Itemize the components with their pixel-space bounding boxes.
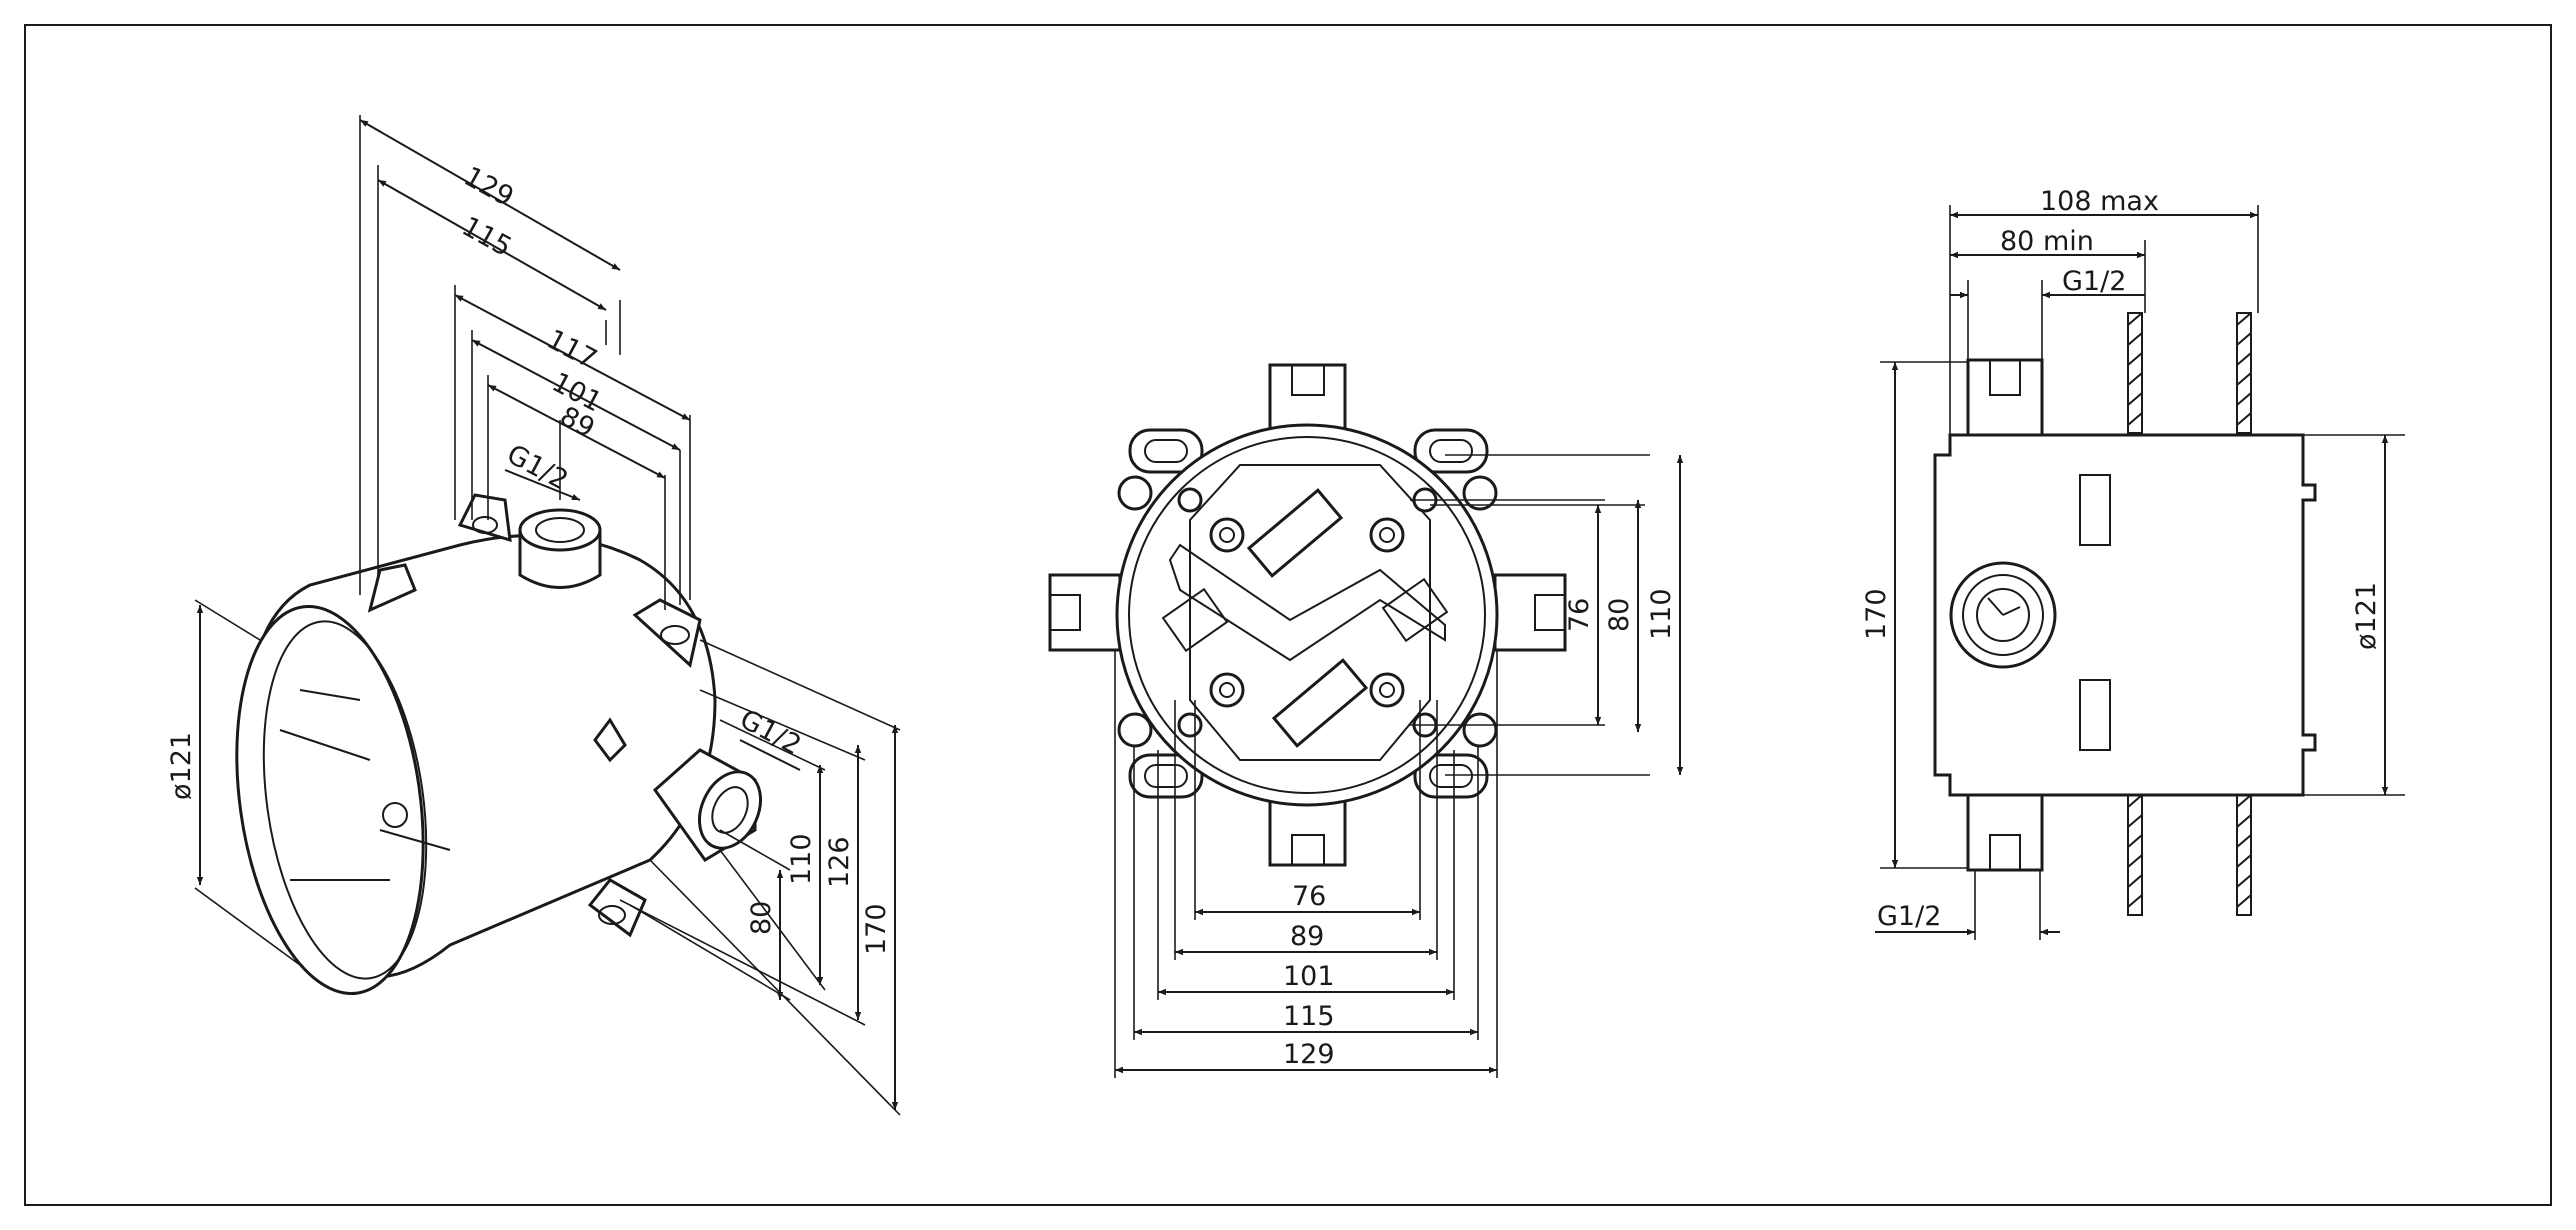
front-port-right (1493, 573, 1567, 652)
side-slot-upper (2079, 474, 2111, 546)
side-label-108max: 108 max (2040, 186, 2159, 217)
iso-label-110: 110 (786, 833, 817, 885)
side-label-g12-bottom: G1/2 (1877, 901, 1941, 932)
iso-label-g12-top: G1/2 (502, 439, 573, 497)
front-label-89: 89 (1290, 921, 1324, 952)
side-body (1933, 433, 2317, 797)
isometric-view: 129 115 117 101 89 G1/2 170 126 110 80 G… (166, 115, 901, 1116)
wall-section (2127, 312, 2252, 916)
front-cartridge-lower (1271, 658, 1369, 748)
front-label-h110: 110 (1646, 588, 1677, 640)
iso-g12-top-leader (504, 469, 581, 501)
front-label-115: 115 (1283, 1001, 1335, 1032)
front-lugs (1117, 428, 1498, 799)
iso-label-diameter: ø121 (166, 732, 197, 800)
front-view: 76 89 101 115 129 76 80 110 (1048, 363, 1684, 1078)
side-label-g12-top: G1/2 (2062, 266, 2126, 297)
front-label-h80: 80 (1604, 598, 1635, 632)
front-port-left (1048, 573, 1122, 652)
iso-label-g12-side: G1/2 (735, 704, 806, 762)
iso-g12-side-leader (739, 739, 801, 771)
front-label-h76: 76 (1564, 598, 1595, 632)
iso-label-170: 170 (861, 903, 892, 955)
side-label-diameter: ø121 (2351, 582, 2382, 650)
side-dial (1949, 561, 2057, 669)
front-label-101: 101 (1283, 961, 1335, 992)
front-channel (1168, 543, 1446, 662)
side-slot-lower (2079, 679, 2111, 751)
front-label-76: 76 (1292, 881, 1326, 912)
side-port-bottom (1966, 793, 2044, 872)
side-label-170: 170 (1861, 588, 1892, 640)
side-label-80min: 80 min (2000, 226, 2094, 257)
iso-dim-115 (377, 179, 607, 311)
iso-front-rim (262, 620, 428, 980)
iso-dim-89 (487, 384, 666, 479)
iso-label-80: 80 (746, 901, 777, 935)
front-label-129: 129 (1283, 1039, 1335, 1070)
iso-lug-right (632, 598, 702, 668)
side-port-top (1966, 358, 2044, 437)
front-cartridge-upper (1246, 488, 1344, 578)
iso-label-115: 115 (457, 211, 517, 263)
iso-lug-upper-left (367, 563, 417, 613)
drawing-frame (24, 24, 2552, 1206)
side-view: 108 max 80 min G1/2 170 ø121 G1/2 (1861, 186, 2405, 940)
front-main-disc (1115, 423, 1499, 807)
iso-front-opening (235, 604, 425, 996)
iso-label-126: 126 (824, 836, 855, 888)
